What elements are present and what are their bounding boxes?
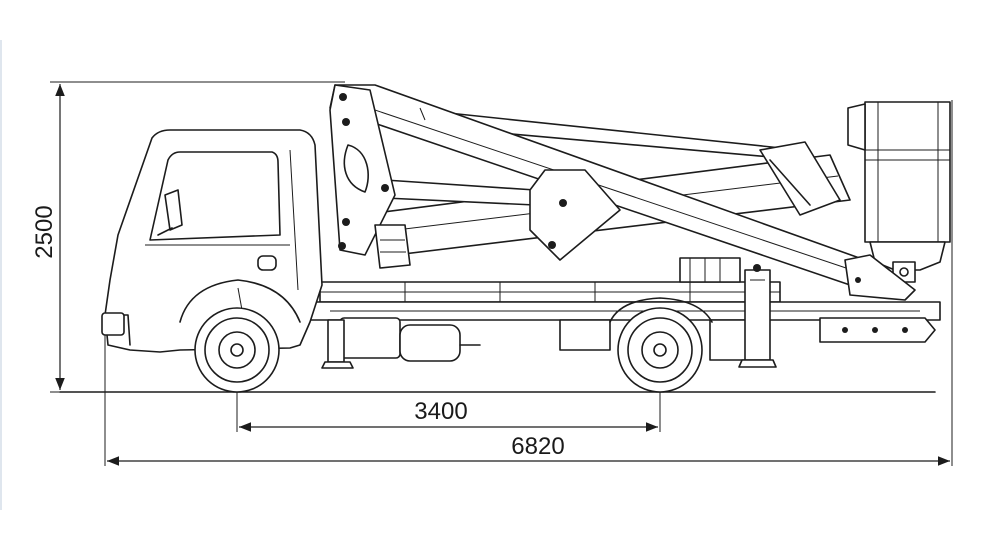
overall-length-dimension-label: 6820 (511, 433, 564, 460)
wheelbase-dimension: 3400 (236, 300, 661, 432)
front-wheel (194, 307, 280, 393)
platform-basket (844, 101, 951, 301)
overall-length-dimension: 6820 (104, 100, 953, 466)
height-dimension-label: 2500 (31, 205, 58, 258)
height-dimension: 2500 (31, 81, 345, 393)
page-edge-line (0, 40, 2, 510)
chassis-frame (299, 257, 941, 362)
boom-assembly (329, 84, 866, 286)
rear-wheel (609, 297, 713, 393)
wheelbase-dimension-label: 3400 (414, 398, 467, 425)
outriggers (321, 264, 777, 369)
truck-cab (101, 129, 323, 353)
